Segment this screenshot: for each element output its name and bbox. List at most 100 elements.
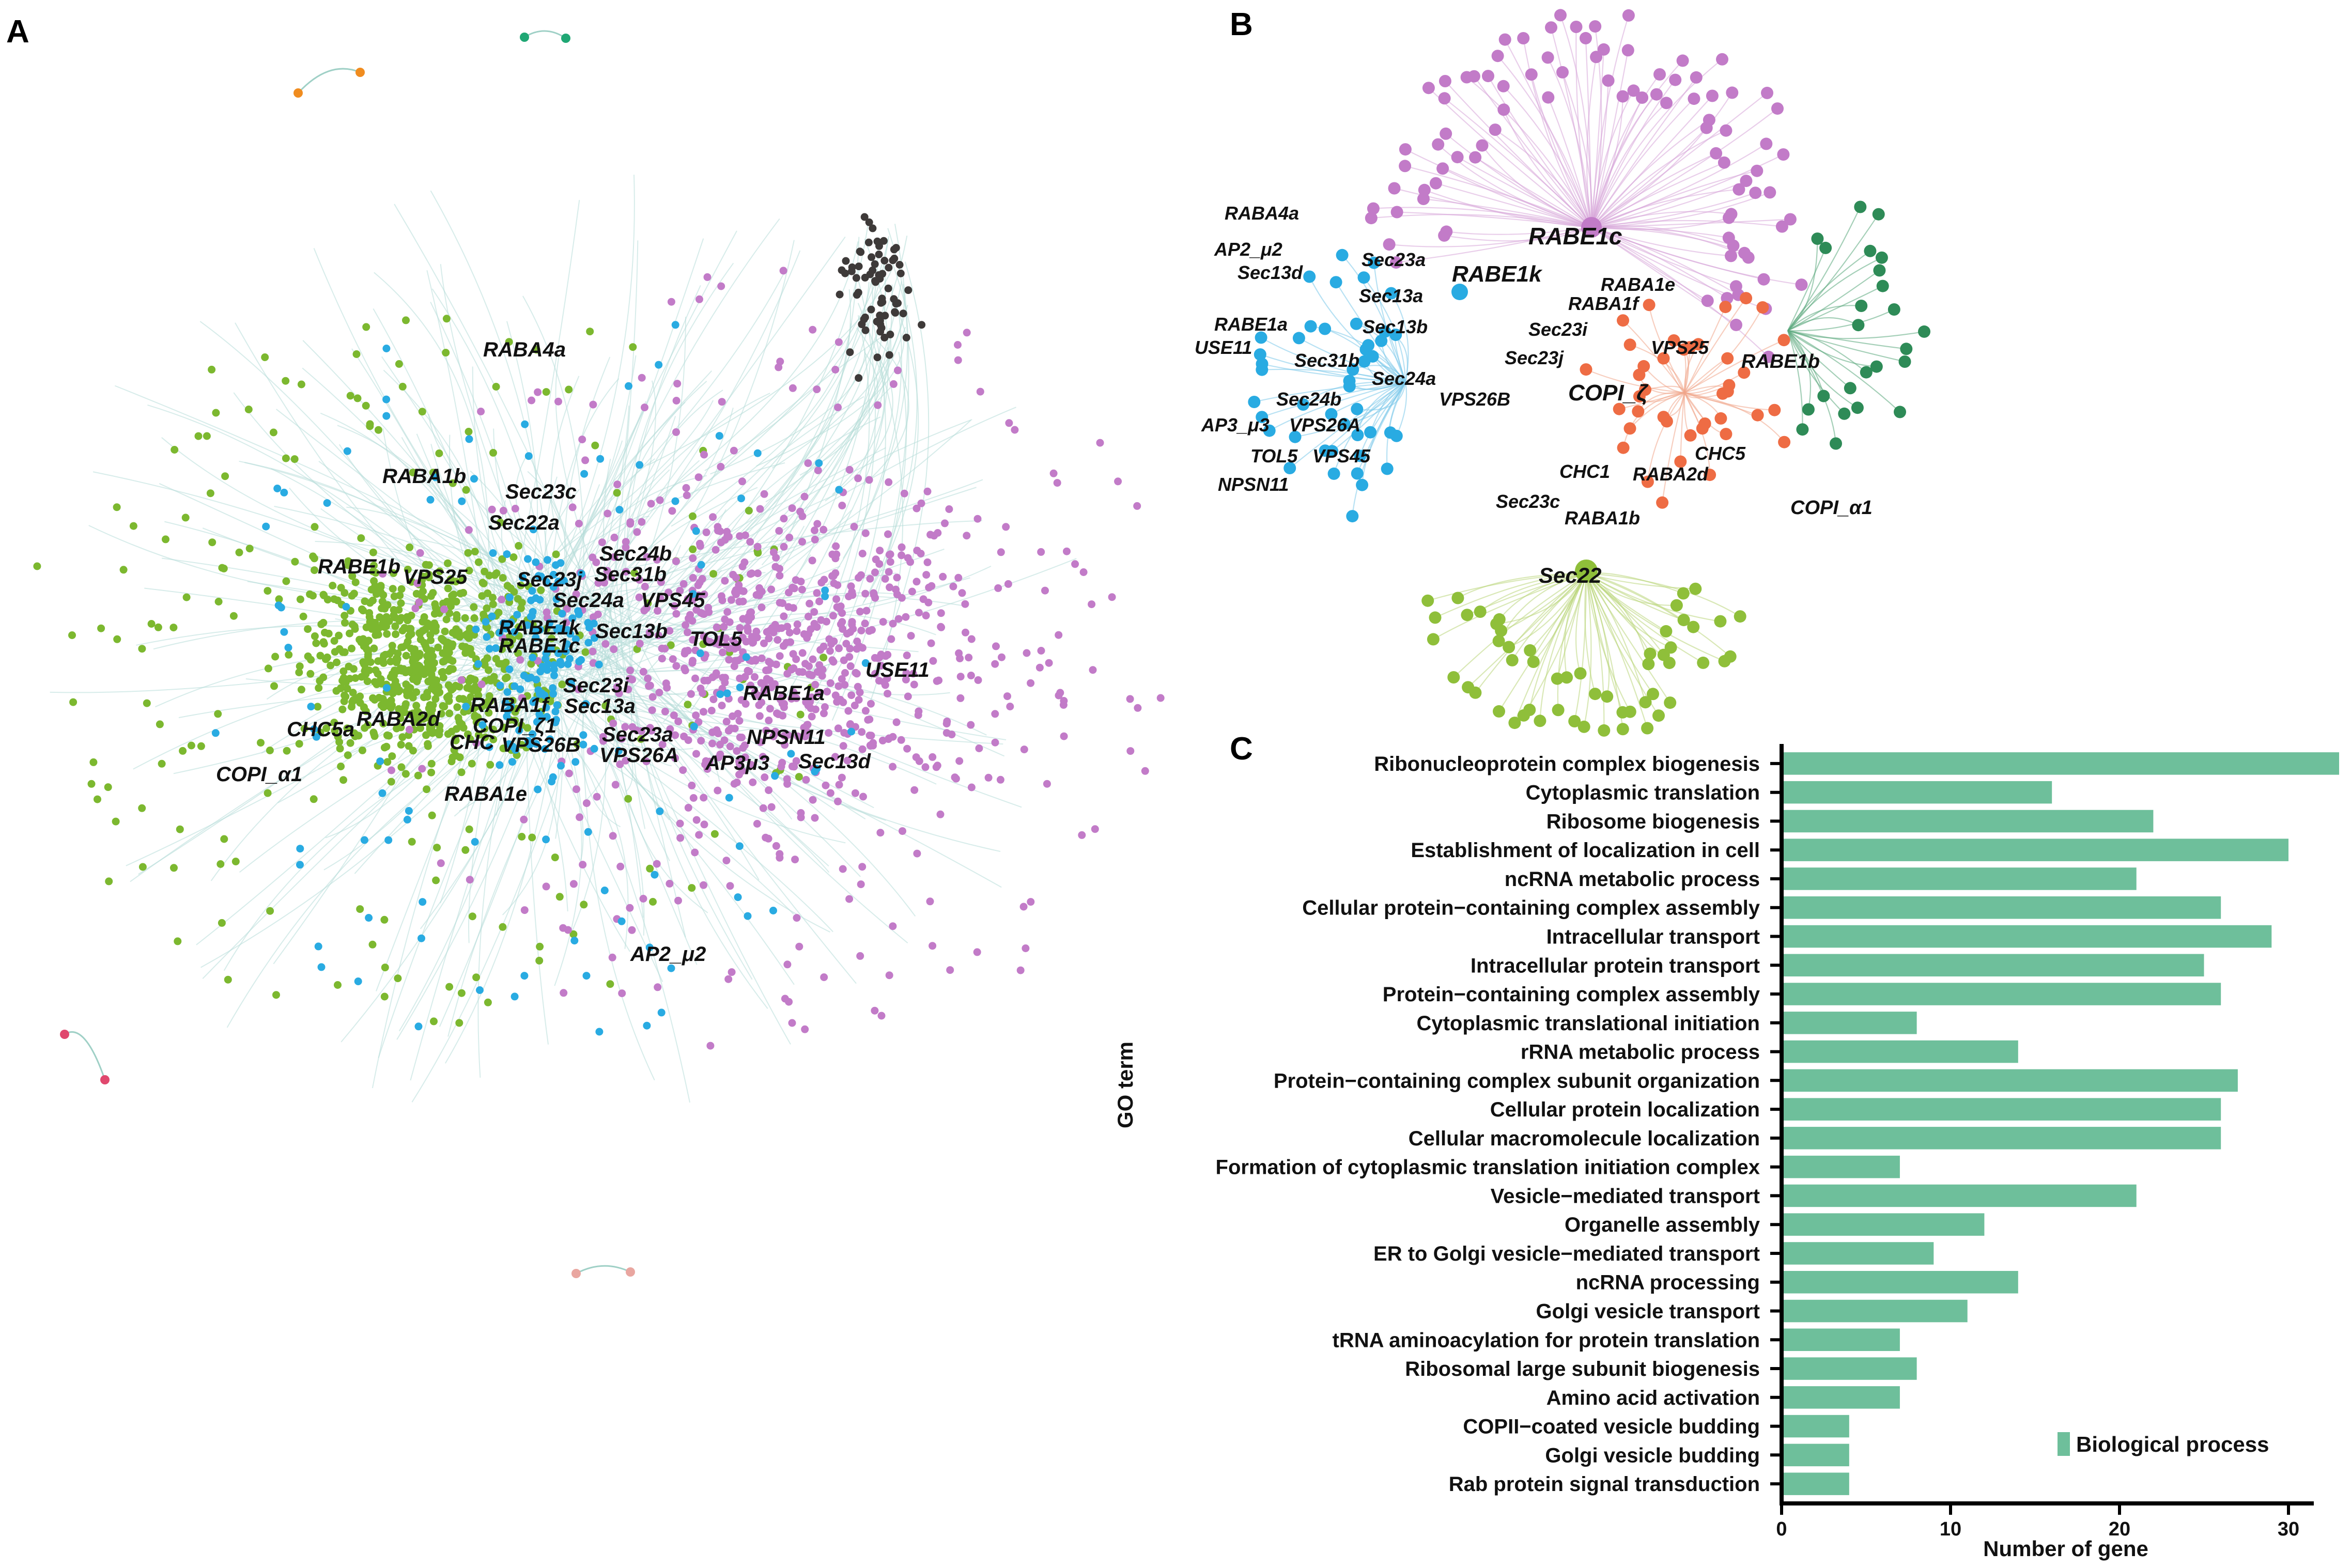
network-a-node	[956, 694, 965, 702]
network-a-node	[877, 1012, 886, 1020]
network-a-node	[861, 589, 870, 598]
network-a-node	[657, 1008, 666, 1017]
network-a-node	[772, 660, 780, 669]
network-a-node	[418, 765, 426, 773]
network-b-edge	[1586, 573, 1671, 703]
network-a-node	[553, 626, 561, 634]
network-a-node	[802, 775, 810, 784]
network-a-node	[383, 684, 391, 692]
network-a-node	[310, 725, 318, 733]
network-a-node	[780, 515, 788, 523]
network-a-node	[788, 504, 796, 513]
network-a-node	[364, 653, 372, 661]
network-b-node	[1440, 225, 1453, 238]
network-a-node	[431, 473, 440, 482]
network-a-node	[636, 461, 644, 469]
network-b-node	[1714, 412, 1727, 425]
network-a-node	[491, 644, 500, 652]
network-a-node	[304, 625, 312, 633]
network-a-node	[291, 557, 299, 566]
network-a-node	[638, 518, 646, 526]
network-a-edge	[594, 629, 791, 1045]
network-a-node	[391, 613, 399, 622]
network-a-node	[939, 572, 947, 581]
network-a-node	[862, 607, 871, 615]
network-a-node	[337, 684, 345, 692]
network-a-node	[647, 500, 655, 508]
network-a-node	[709, 513, 717, 521]
network-a-node	[346, 392, 354, 400]
network-a-node	[764, 666, 772, 674]
network-a-node	[873, 353, 881, 362]
network-b-node	[1688, 92, 1700, 105]
network-b-node	[1491, 50, 1504, 63]
network-a-node	[611, 781, 620, 789]
network-a-node	[786, 638, 795, 646]
network-a-node	[894, 366, 902, 375]
network-a-node	[902, 334, 910, 341]
network-a-node	[564, 660, 572, 668]
network-a-node	[756, 738, 765, 747]
network-a-node	[360, 836, 368, 844]
network-a-node	[488, 612, 496, 620]
network-b-node	[1429, 177, 1442, 190]
network-a-node	[821, 592, 829, 600]
network-a-node	[810, 619, 818, 628]
network-a-node	[945, 505, 953, 513]
network-b-edge	[1530, 74, 1592, 228]
network-b-edge	[1548, 97, 1592, 228]
network-a-node	[725, 794, 733, 802]
network-a-node	[329, 582, 337, 589]
network-a-node	[765, 658, 773, 666]
network-b-node	[1297, 398, 1310, 411]
network-a-node	[697, 561, 705, 569]
network-a-label: Sec13a	[564, 695, 636, 718]
network-a-node	[582, 700, 590, 708]
network-b-edge	[1574, 573, 1587, 722]
network-b-node	[1364, 426, 1377, 439]
network-a-node	[402, 651, 410, 660]
network-b-edge	[1389, 226, 1592, 247]
network-a-node	[576, 813, 584, 821]
network-a-node	[346, 739, 354, 747]
network-a-node	[316, 651, 324, 660]
network-a-node	[775, 363, 783, 371]
network-a-node	[798, 585, 806, 594]
network-a-node	[794, 732, 802, 740]
network-a-node	[735, 760, 744, 768]
network-b-node	[1589, 20, 1602, 33]
network-a-node	[457, 768, 466, 777]
category-label: Formation of cytoplasmic translation ini…	[1216, 1156, 1760, 1179]
network-a-node	[343, 685, 351, 693]
network-a-node	[471, 548, 479, 556]
network-a-node	[395, 723, 403, 731]
network-a-node	[912, 504, 921, 513]
network-b-node	[1784, 213, 1797, 226]
network-a-node	[1020, 746, 1028, 754]
network-a-node	[740, 558, 749, 566]
network-a-node	[924, 598, 933, 607]
network-b-node	[1844, 382, 1857, 395]
network-a-node	[426, 495, 435, 504]
network-a-node	[523, 621, 531, 629]
network-a-node	[658, 655, 666, 663]
network-a-node	[700, 451, 708, 459]
network-a-node	[896, 269, 905, 277]
network-a-node	[498, 596, 506, 603]
network-b-node	[1616, 90, 1629, 103]
network-a-node	[954, 341, 962, 349]
network-a-node	[311, 632, 319, 640]
network-a-node	[1060, 697, 1068, 705]
network-a-node	[838, 609, 846, 617]
network-a-node	[707, 706, 716, 715]
network-a-node	[315, 684, 323, 692]
network-b-label: RABA2d	[1633, 463, 1709, 485]
legend-swatch	[2058, 1432, 2070, 1456]
network-a-node	[826, 647, 834, 655]
network-a-node	[689, 590, 697, 598]
network-a-node	[722, 641, 730, 649]
network-a-node	[264, 789, 272, 797]
network-a-node	[789, 604, 797, 612]
network-a-node	[378, 597, 386, 606]
network-b-edge	[1390, 293, 1409, 383]
